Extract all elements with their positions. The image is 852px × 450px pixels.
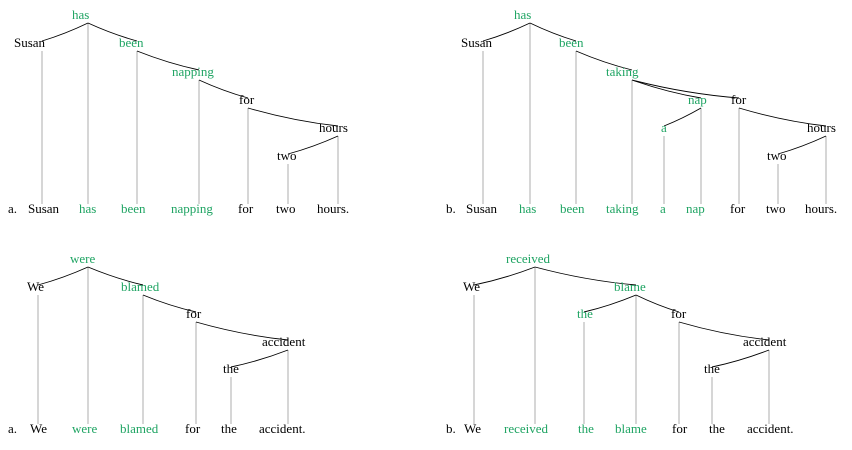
sentence-word: for [185,421,201,436]
tree-node-word: two [767,148,787,163]
tree-node-word: for [731,92,747,107]
sentence-word: received [504,421,549,436]
dependency-edge [663,107,702,127]
example-label: b. [446,421,456,436]
dependency-edge [711,349,770,368]
tree-node-word: were [70,251,95,266]
tree-node-word: We [463,279,480,294]
sentence-word: We [464,421,481,436]
tree-node-word: Susan [14,35,46,50]
tree-node-word: accident [262,334,306,349]
sentence-word: nap [686,201,705,216]
dependency-edge [41,22,89,42]
dependency-edge [37,266,89,286]
tree-node-word: nap [688,92,707,107]
tree-node-word: received [506,251,551,266]
example-label: a. [8,421,17,436]
sentence-word: blame [615,421,647,436]
dependency-edge [534,266,637,286]
dependency-edge [738,107,827,127]
sentence-word: a [660,201,666,216]
sentence-word: accident. [747,421,794,436]
sentence-word: taking [606,201,639,216]
tree-node-word: blamed [121,279,160,294]
dependency-edge [142,294,197,313]
example-label: b. [446,201,456,216]
tree-node-word: two [277,148,297,163]
tree-node-word: been [119,35,144,50]
dependency-edge [230,349,289,368]
sentence-word: We [30,421,47,436]
dependency-edge [473,266,536,286]
sentence-word: two [766,201,786,216]
dependency-edge [631,79,740,99]
dependency-edge [87,266,144,286]
tree-node-word: Susan [461,35,493,50]
sentence-word: blamed [120,421,159,436]
dependency-edge [195,321,289,341]
tree-node-word: been [559,35,584,50]
sentence-word: Susan [466,201,498,216]
tree-node-word: the [577,306,593,321]
dependency-edge [678,321,770,341]
tree-node-word: the [223,361,239,376]
tree-node-word: hours [319,120,348,135]
tree-node-word: We [27,279,44,294]
sentence-word: for [672,421,688,436]
sentence-word: for [730,201,746,216]
dependency-edge [247,107,339,127]
sentence-word: the [221,421,237,436]
sentence-word: been [560,201,585,216]
tree-node-word: the [704,361,720,376]
dependency-edge [631,79,702,99]
tree-node-word: for [186,306,202,321]
sentence-word: accident. [259,421,306,436]
dependency-edge [136,50,200,71]
tree-node-word: has [514,7,531,22]
sentence-word: were [72,421,97,436]
sentence-word: the [578,421,594,436]
dependency-edge [777,135,827,155]
dependency-edge [198,79,249,99]
sentence-word: has [79,201,96,216]
tree-node-word: hours [807,120,836,135]
sentence-word: the [709,421,725,436]
sentence-word: hours. [317,201,349,216]
sentence-word: has [519,201,536,216]
dependency-edge [482,22,531,42]
tree-node-word: a [661,120,667,135]
tree-node-word: taking [606,64,639,79]
dependency-edge [287,135,339,155]
sentence-word: two [276,201,296,216]
dependency-edge [635,294,680,313]
sentence-word: been [121,201,146,216]
dependency-edge [529,22,577,42]
example-label: a. [8,201,17,216]
tree-node-word: napping [172,64,214,79]
sentence-word: napping [171,201,213,216]
dependency-edge [87,22,138,42]
dependency-edge [583,294,637,313]
tree-node-word: has [72,7,89,22]
tree-node-word: for [239,92,255,107]
sentence-word: Susan [28,201,60,216]
sentence-word: for [238,201,254,216]
tree-node-word: blame [614,279,646,294]
dependency-edge [575,50,633,71]
tree-node-word: for [671,306,687,321]
sentence-word: hours. [805,201,837,216]
tree-node-word: accident [743,334,787,349]
